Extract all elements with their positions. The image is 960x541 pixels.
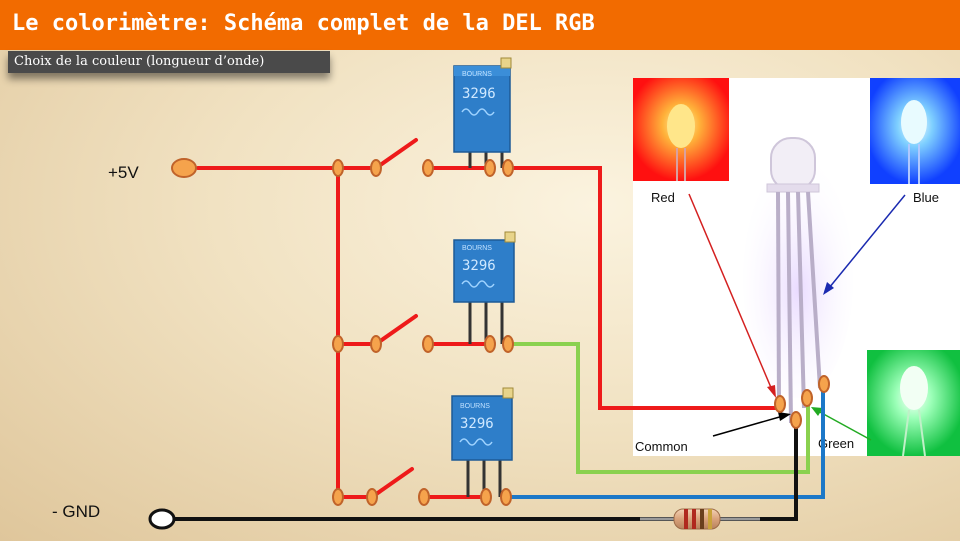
red-label: Red [651,190,675,205]
terminal [484,159,496,177]
potentiometer-middle [453,231,516,344]
terminal-led-green [801,389,813,407]
terminal [422,159,434,177]
potentiometer-bottom [451,387,514,497]
terminal [332,159,344,177]
switch-lever-bottom [370,467,414,499]
terminal [484,335,496,353]
terminals [171,158,830,506]
terminal-led-common [790,411,802,429]
pot-bottom-model: 3296 [460,416,494,432]
slide-subtitle: Choix de la couleur (longueur d’onde) [14,54,265,69]
terminal [332,335,344,353]
pot-top-brand: BOURNS [462,71,492,78]
green-pointer-arrow [811,407,872,441]
gnd-label: - GND [52,502,101,521]
switch-levers [370,138,418,499]
switch-lever-top [374,138,418,170]
terminal-led-red [774,395,786,413]
terminal [502,159,514,177]
resistor [640,508,760,530]
common-label: Common [635,439,688,454]
blue-pointer-arrow [823,194,906,295]
pot-top-model: 3296 [462,86,496,102]
pot-bottom-brand: BOURNS [460,403,490,410]
blue-label: Blue [913,190,940,205]
terminal-gnd [148,508,176,530]
wire-ground-black [172,422,798,521]
terminal [370,335,382,353]
switch-lever-middle [374,314,418,346]
green-led-image [867,350,960,456]
wire-red-signal [508,166,780,410]
blue-led-image [870,78,960,184]
slide-title: Le colorimètre: Schéma complet de la DEL… [12,11,595,36]
pot-middle-brand: BOURNS [462,245,492,252]
terminal [366,488,378,506]
terminal [332,488,344,506]
pot-middle-model: 3296 [462,258,496,274]
plus5v-label: +5V [108,163,139,182]
rgb-led-central [743,137,853,424]
rgb-led-photo: Red Blue Common Green [633,78,960,456]
subtitle-box: Choix de la couleur (longueur d’onde) [8,51,330,73]
terminal [418,488,430,506]
red-pointer-arrow [688,193,776,398]
wire-supply-red [196,166,490,499]
common-pointer-arrow [712,412,791,437]
green-label: Green [818,436,855,451]
terminal-plus5v [171,158,197,178]
terminal [370,159,382,177]
terminal [422,335,434,353]
potentiometer-top [453,57,512,168]
terminal-led-blue [818,375,830,393]
red-led-image [633,78,729,181]
terminal [500,488,512,506]
terminal [480,488,492,506]
wire-green-signal [508,342,810,474]
terminal [502,335,514,353]
wire-blue-signal [506,384,825,499]
title-bar: Le colorimètre: Schéma complet de la DEL… [0,0,960,50]
